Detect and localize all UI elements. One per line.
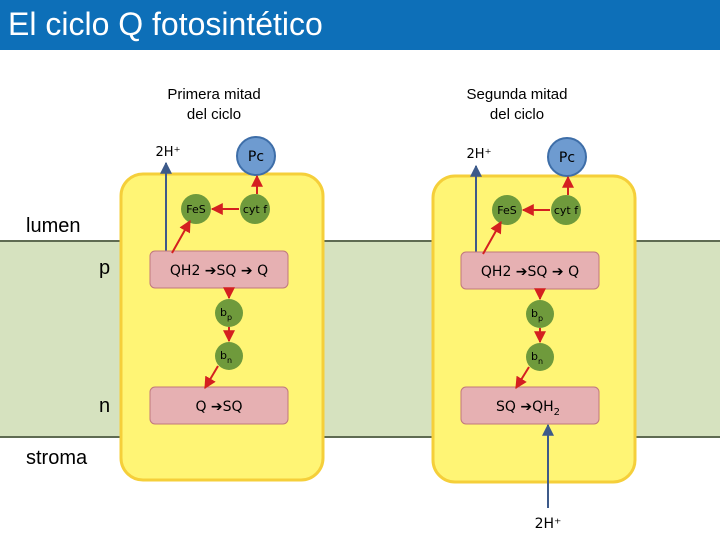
- panel2-bp-node: [526, 300, 554, 328]
- panel1-bn-label: bn: [220, 349, 232, 365]
- panel1-proton-label: 2H⁺: [156, 145, 181, 160]
- panel2-cytf-label: cyt f: [554, 204, 579, 217]
- panel1-fes-label: FeS: [186, 203, 205, 216]
- panel1-bn-node: [215, 342, 243, 370]
- panel2-arrow-qh2-fes: [482, 220, 502, 255]
- panel2-heading-line2: del ciclo: [490, 106, 544, 123]
- panel1-complex: [119, 172, 325, 482]
- panel1-q-box: [149, 386, 289, 425]
- n-side-label: n: [99, 395, 110, 417]
- panel-second-half: Segunda mitad del ciclo 2H⁺ Pc FeS cyt f…: [431, 86, 637, 532]
- panel2-fes-node: [492, 195, 522, 225]
- panel1-cytf-node: [240, 194, 270, 224]
- panel1-cytf-label: cyt f: [243, 203, 268, 216]
- panel2-bn-node: [526, 343, 554, 371]
- p-side-label: p: [99, 257, 110, 279]
- panel2-complex: [431, 174, 637, 484]
- panel1-heading-line1: Primera mitad: [167, 86, 260, 103]
- panel1-fes-node: [181, 194, 211, 224]
- panel1-arrow-bn-box: [204, 365, 219, 390]
- panel1-bp-node: [215, 299, 243, 327]
- panel-first-half: Primera mitad del ciclo 2H⁺ Pc FeS cyt f…: [119, 86, 325, 482]
- panel2-qh2-label: QH2 ➔SQ ➔ Q: [481, 264, 579, 280]
- panel2-sq-label: SQ ➔QH2: [496, 399, 560, 418]
- page-title: El ciclo Q fotosintético: [8, 6, 323, 42]
- panel1-qh2-box: [149, 250, 289, 289]
- panel2-bn-label: bn: [531, 350, 543, 366]
- panel1-arrow-qh2-fes: [171, 219, 191, 254]
- panel2-pc-label: Pc: [559, 150, 575, 166]
- panel2-proton-label: 2H⁺: [467, 147, 492, 162]
- panel2-arrow-bn-box: [515, 366, 530, 390]
- panel1-q-label: Q ➔SQ: [195, 399, 242, 415]
- panel2-cytf-node: [551, 195, 581, 225]
- lumen-label: lumen: [26, 215, 80, 237]
- title-bar: El ciclo Q fotosintético: [0, 0, 720, 50]
- panel1-heading-line2: del ciclo: [187, 106, 241, 123]
- panel1-pc-label: Pc: [248, 149, 264, 165]
- panel1-qh2-label: QH2 ➔SQ ➔ Q: [170, 263, 268, 279]
- panel2-qh2-box: [460, 251, 600, 290]
- panel2-bp-label: bp: [531, 307, 543, 323]
- panel2-heading-line1: Segunda mitad: [467, 86, 568, 103]
- panel2-proton-bottom-label: 2H⁺: [535, 516, 562, 532]
- panel1-bp-label: bp: [220, 306, 232, 322]
- stroma-label: stroma: [26, 447, 88, 469]
- panel2-sq-box: [460, 386, 600, 425]
- panel2-fes-label: FeS: [497, 204, 516, 217]
